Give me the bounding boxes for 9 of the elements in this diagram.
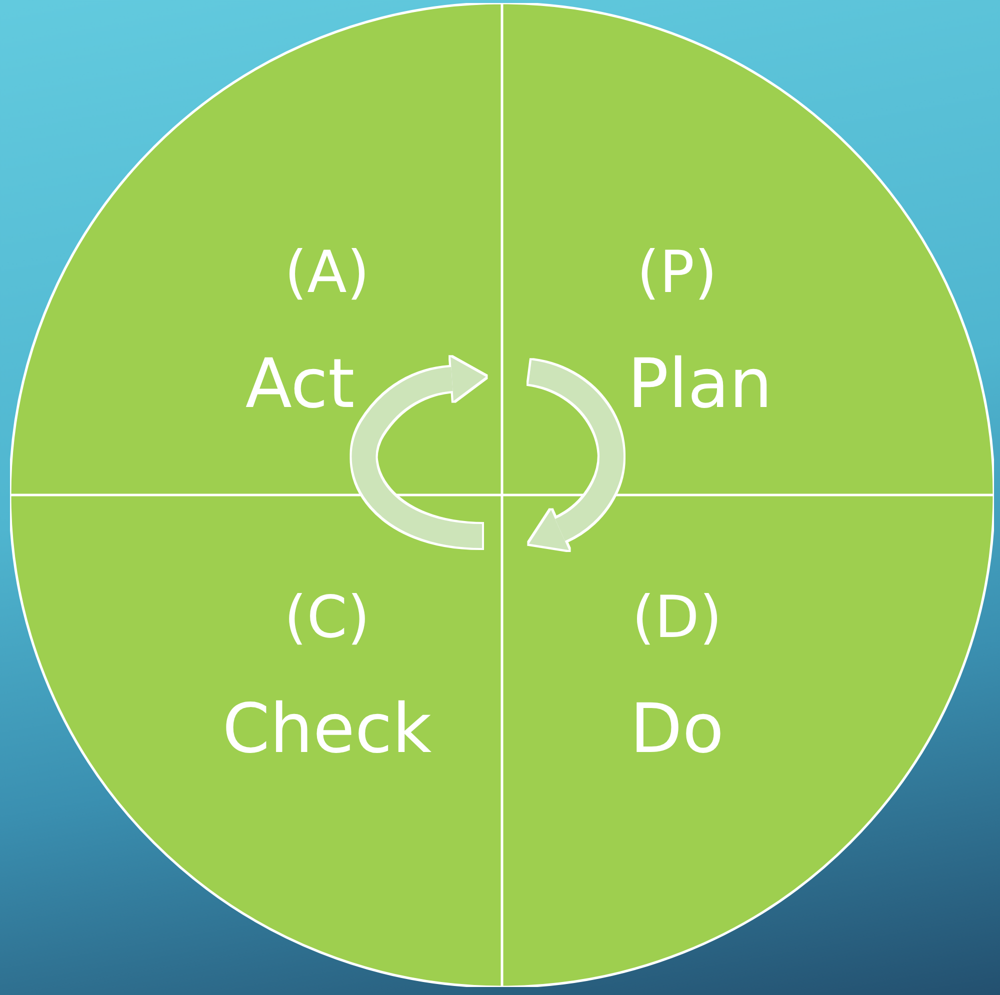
letter-label: (C): [284, 588, 370, 646]
letter-label: (A): [284, 243, 370, 301]
stage-label: Do: [630, 696, 724, 764]
cycle-arrow: [352, 357, 486, 548]
letter-label: (D): [632, 588, 722, 646]
stage-label: Act: [245, 351, 355, 419]
stage-label: Check: [222, 696, 432, 764]
stage-label: Plan: [628, 351, 772, 419]
letter-label: (P): [636, 243, 718, 301]
